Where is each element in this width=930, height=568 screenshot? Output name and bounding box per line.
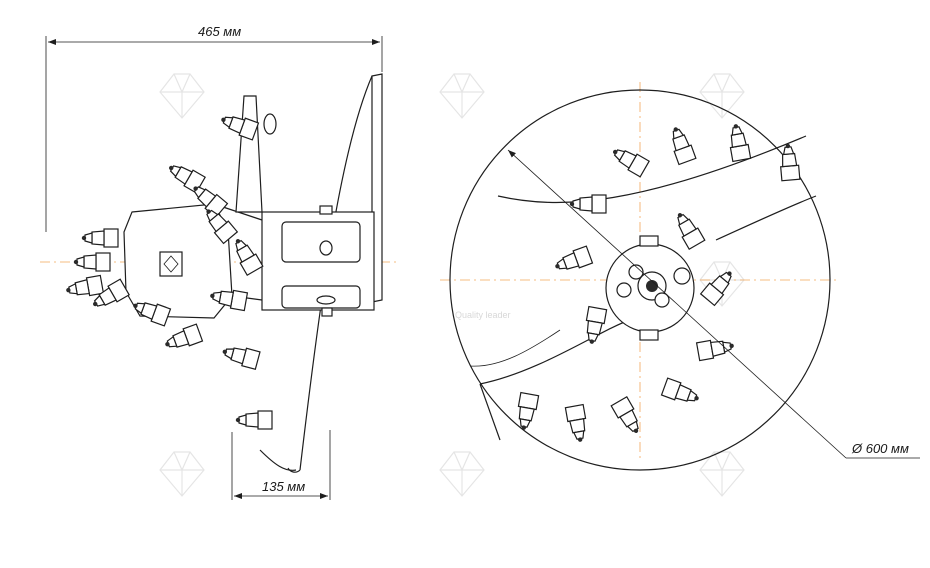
side-view bbox=[40, 73, 400, 473]
dimension-offset: 135 мм bbox=[231, 430, 331, 500]
dimension-diameter: Ø 600 мм bbox=[507, 149, 920, 459]
dimension-overall-width: 465 мм bbox=[45, 24, 383, 232]
overall-width-label: 465 мм bbox=[198, 24, 241, 39]
offset-label: 135 мм bbox=[262, 479, 305, 494]
front-view bbox=[440, 82, 840, 471]
watermark-tagline: Quality leader bbox=[455, 310, 511, 320]
diameter-label: Ø 600 мм bbox=[851, 441, 909, 456]
